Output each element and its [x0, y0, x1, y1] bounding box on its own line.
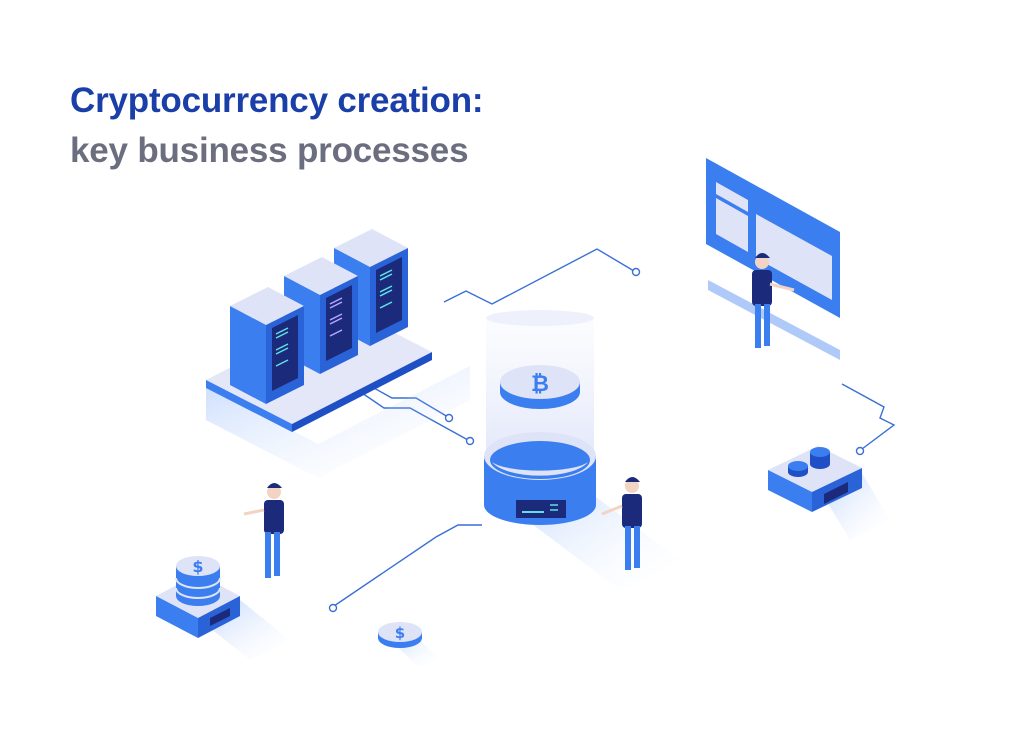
server-rack-1: [230, 287, 304, 404]
dashboard-screen: [706, 158, 840, 360]
person-at-screen: [752, 253, 795, 348]
title-line-2: key business processes: [70, 131, 469, 170]
server-racks: [206, 229, 470, 478]
title-line-1: Cryptocurrency creation:: [70, 81, 484, 120]
dollar-icon: $: [192, 557, 203, 576]
dollar-coin-icon: $: [395, 624, 405, 642]
bitcoin-icon: ₿: [531, 372, 549, 397]
server-rack-2: [284, 257, 358, 374]
page-title: Cryptocurrency creation: key business pr…: [70, 76, 484, 176]
mining-cylinder: [484, 310, 680, 590]
person-left: [243, 483, 284, 578]
circuit-lines: [328, 248, 896, 613]
person-at-cylinder: [601, 477, 642, 570]
dollar-stack-device: $: [156, 556, 290, 660]
bitcoin-coin: ₿: [500, 365, 580, 409]
coin-stack-device: [768, 446, 890, 540]
dollar-coin: $: [378, 622, 440, 668]
